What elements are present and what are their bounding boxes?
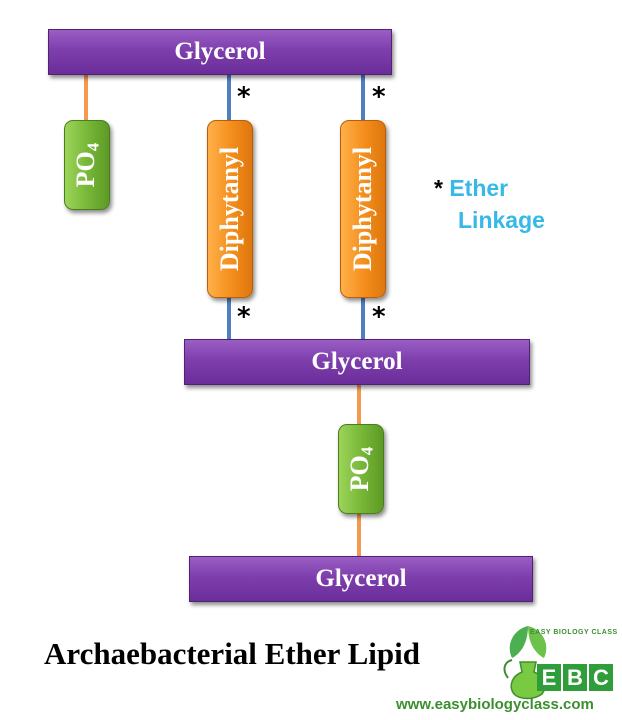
phosphate-link-middle-bottom (357, 510, 361, 556)
diphytanyl-chain-1: Diphytanyl (207, 120, 253, 298)
legend-symbol: * (434, 175, 443, 201)
ether-linkage-star: * (372, 82, 386, 112)
glycerol-label: Glycerol (311, 348, 403, 375)
ether-link-2-top (361, 72, 365, 122)
glycerol-bar-top: Glycerol (48, 29, 392, 75)
glycerol-label: Glycerol (315, 565, 407, 592)
diphytanyl-label: Diphytanyl (348, 146, 378, 272)
glycerol-label: Glycerol (174, 38, 266, 65)
legend-line-2: Linkage (458, 207, 545, 233)
ether-link-1-top (227, 72, 231, 122)
ether-linkage-star: * (237, 82, 251, 112)
ether-link-2-bottom (361, 294, 365, 340)
ether-link-1-bottom (227, 294, 231, 340)
glycerol-bar-bottom: Glycerol (189, 556, 533, 602)
legend-line-1: Ether (449, 175, 509, 201)
phosphate-link-top (84, 72, 88, 122)
diphytanyl-chain-2: Diphytanyl (340, 120, 386, 298)
diagram-title: Archaebacterial Ether Lipid (44, 636, 420, 671)
glycerol-bar-middle: Glycerol (184, 339, 530, 385)
diphytanyl-label: Diphytanyl (215, 146, 245, 272)
po4-subscript: 4 (83, 142, 103, 152)
po4-label: PO (344, 455, 374, 492)
phosphate-box-middle: PO4 (338, 424, 384, 514)
po4-subscript: 4 (357, 446, 377, 456)
ether-linkage-star: * (372, 302, 386, 332)
logo-small-text: EASY BIOLOGY CLASS (530, 629, 618, 636)
phosphate-link-middle-top (357, 382, 361, 426)
logo-letter-b: B (563, 664, 587, 691)
phosphate-box-top: PO4 (64, 120, 110, 210)
legend: * Ether Linkage (434, 172, 545, 236)
po4-label: PO (70, 151, 100, 188)
logo-letter-e: E (537, 664, 561, 691)
website-url[interactable]: www.easybiologyclass.com (396, 696, 594, 713)
logo-letter-c: C (589, 664, 613, 691)
ether-linkage-star: * (237, 302, 251, 332)
